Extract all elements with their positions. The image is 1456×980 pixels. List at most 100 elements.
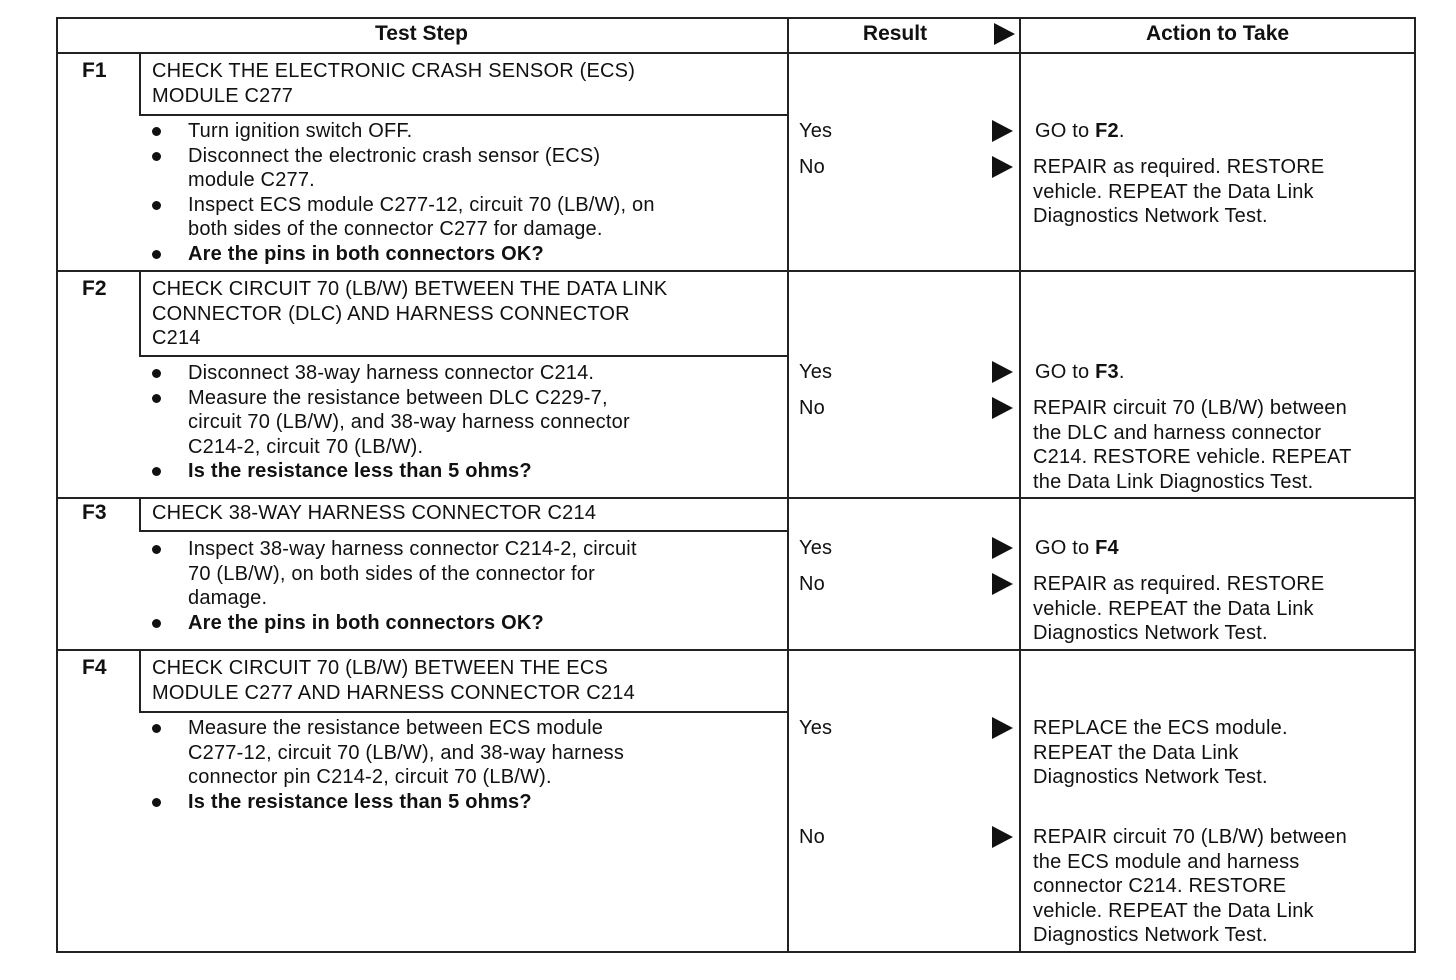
result-label-no: No	[799, 826, 825, 848]
step-title-line: CHECK THE ELECTRONIC CRASH SENSOR (ECS)	[152, 60, 636, 82]
result-arrow-icon	[992, 120, 1013, 142]
step-instruction-line: Inspect ECS module C277-12, circuit 70 (…	[188, 193, 655, 216]
step-instruction-line: Measure the resistance between ECS modul…	[188, 717, 604, 739]
action-line: Diagnostics Network Test.	[1033, 766, 1268, 788]
step-question-line: Is the resistance less than 5 ohms?	[188, 460, 532, 482]
step-title-line: CHECK 38-WAY HARNESS CONNECTOR C214	[152, 502, 597, 524]
action-line: REPAIR as required. RESTORE	[1033, 573, 1325, 595]
step-title-line: C214	[152, 327, 201, 349]
step-instruction-line: 70 (LB/W), on both sides of the connecto…	[188, 562, 595, 585]
result-label-no: No	[799, 573, 825, 595]
step-title-line: CHECK CIRCUIT 70 (LB/W) BETWEEN THE DATA…	[152, 278, 668, 300]
bullet-icon	[152, 127, 161, 136]
step-instruction-line: Disconnect the electronic crash sensor (…	[188, 144, 601, 167]
title-divider	[139, 114, 787, 116]
result-arrow-icon	[992, 156, 1013, 178]
action-goto-suffix: .	[1118, 120, 1125, 142]
step-title-line: MODULE C277 AND HARNESS CONNECTOR C214	[152, 681, 635, 704]
step-id: F3	[82, 501, 107, 524]
header-arrow-icon	[994, 23, 1015, 45]
result-label-no: No	[799, 397, 825, 419]
step-title-line: CONNECTOR (DLC) AND HARNESS CONNECTOR	[152, 302, 630, 325]
step-question-line: Are the pins in both connectors OK?	[188, 242, 544, 265]
action-line: REPAIR circuit 70 (LB/W) between	[1033, 397, 1347, 419]
action-goto-text: GO to	[1035, 537, 1096, 559]
step-id: F1	[82, 59, 107, 82]
result-arrow-icon	[992, 826, 1013, 848]
step-instruction-line: C277-12, circuit 70 (LB/W), and 38-way h…	[188, 741, 625, 764]
result-arrow-icon	[992, 361, 1013, 383]
header-divider	[56, 52, 1416, 54]
row-divider	[56, 270, 1416, 272]
action-line: Diagnostics Network Test.	[1033, 205, 1268, 227]
result-arrow-icon	[992, 573, 1013, 595]
table-frame	[56, 17, 1416, 953]
action-line: Diagnostics Network Test.	[1033, 622, 1268, 644]
action-goto: GO to F2.	[1035, 119, 1125, 144]
header-test-step: Test Step	[375, 22, 468, 45]
action-line: vehicle. REPEAT the Data Link	[1033, 597, 1314, 620]
step-question-line: Are the pins in both connectors OK?	[188, 611, 544, 634]
bullet-icon	[152, 724, 161, 733]
action-line: C214. RESTORE vehicle. REPEAT	[1033, 446, 1352, 468]
title-divider	[139, 355, 787, 357]
title-divider	[139, 711, 787, 713]
step-instruction-line: C214-2, circuit 70 (LB/W).	[188, 435, 424, 458]
action-line: vehicle. REPEAT the Data Link	[1033, 180, 1314, 203]
header-action: Action to Take	[1145, 22, 1290, 45]
title-divider	[139, 530, 787, 532]
bullet-icon	[152, 249, 161, 259]
result-arrow-icon	[992, 397, 1013, 419]
result-label-yes: Yes	[799, 361, 833, 383]
column-divider-step	[787, 17, 789, 953]
step-id: F2	[82, 277, 107, 300]
step-id: F4	[82, 656, 107, 679]
step-id-divider	[139, 497, 141, 530]
action-goto-step: F4	[1095, 537, 1119, 559]
result-label-yes: Yes	[799, 120, 833, 142]
action-line: REPAIR circuit 70 (LB/W) between	[1033, 826, 1347, 848]
header-result: Result	[862, 22, 928, 45]
action-line: the ECS module and harness	[1033, 850, 1300, 873]
action-line: connector C214. RESTORE	[1033, 875, 1287, 897]
result-label-no: No	[799, 156, 825, 178]
bullet-icon	[152, 545, 161, 554]
step-instruction-line: Measure the resistance between DLC C229-…	[188, 386, 608, 409]
action-line: REPLACE the ECS module.	[1033, 717, 1288, 739]
row-divider	[56, 497, 1416, 499]
result-label-yes: Yes	[799, 717, 833, 739]
step-instruction-line: circuit 70 (LB/W), and 38-way harness co…	[188, 411, 630, 433]
step-title-line: CHECK CIRCUIT 70 (LB/W) BETWEEN THE ECS	[152, 657, 609, 679]
bullet-icon	[152, 369, 161, 378]
action-goto-text: GO to	[1035, 361, 1096, 383]
bullet-icon	[152, 467, 161, 476]
action-goto-text: GO to	[1035, 120, 1096, 142]
step-instruction-line: module C277.	[188, 169, 315, 191]
step-instruction-line: both sides of the connector C277 for dam…	[188, 218, 603, 240]
bullet-icon	[152, 618, 161, 628]
step-title-line: MODULE C277	[152, 84, 294, 107]
row-divider	[56, 649, 1416, 651]
step-id-divider	[139, 52, 141, 114]
step-id-divider	[139, 270, 141, 355]
step-instruction-line: Inspect 38-way harness connector C214-2,…	[188, 538, 637, 560]
step-instruction-line: Disconnect 38-way harness connector C214…	[188, 362, 595, 384]
column-divider-action	[1019, 17, 1021, 953]
result-arrow-icon	[992, 537, 1013, 559]
action-line: REPEAT the Data Link	[1033, 741, 1239, 764]
step-instruction-line: connector pin C214-2, circuit 70 (LB/W).	[188, 766, 552, 788]
action-line: Diagnostics Network Test.	[1033, 924, 1268, 946]
result-arrow-icon	[992, 717, 1013, 739]
action-line: vehicle. REPEAT the Data Link	[1033, 899, 1314, 922]
action-line: the DLC and harness connector	[1033, 421, 1322, 444]
bullet-icon	[152, 200, 161, 210]
step-id-divider	[139, 649, 141, 711]
action-line: the Data Link Diagnostics Test.	[1033, 470, 1314, 493]
action-goto-suffix: .	[1118, 361, 1125, 383]
bullet-icon	[152, 797, 161, 807]
bullet-icon	[152, 393, 161, 403]
result-label-yes: Yes	[799, 537, 833, 559]
action-line: REPAIR as required. RESTORE	[1033, 156, 1325, 178]
action-goto-step: F3	[1095, 361, 1119, 383]
